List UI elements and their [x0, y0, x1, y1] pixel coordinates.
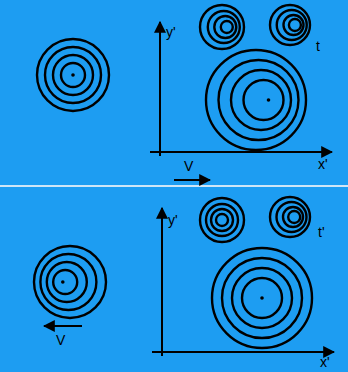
wavefront — [47, 262, 87, 302]
wavefront — [270, 197, 310, 237]
axis-label: y' — [166, 24, 176, 40]
wavefront — [216, 214, 228, 226]
wavefront — [40, 254, 96, 310]
axis-label: x' — [320, 354, 330, 370]
wavefront — [208, 11, 240, 43]
wavefront — [221, 21, 233, 33]
wavefront — [219, 60, 299, 140]
x-axis — [150, 151, 332, 153]
wavefront-set — [200, 198, 244, 242]
label-holder: y' — [168, 212, 178, 228]
wavefront — [53, 270, 77, 294]
wavefront — [222, 258, 302, 338]
wavefront — [206, 204, 238, 236]
wavefront — [34, 246, 106, 318]
wavefront-set — [34, 246, 106, 318]
wavefront-set — [206, 50, 306, 150]
source-dot — [267, 98, 271, 102]
label-holder: t' — [318, 224, 325, 240]
y-axis — [159, 22, 161, 156]
wavefront — [277, 10, 307, 40]
time-label: t — [316, 38, 320, 54]
wavefront — [244, 80, 284, 120]
wavefront — [37, 39, 109, 111]
wavefront — [211, 209, 233, 231]
label-holder: y' — [166, 24, 176, 40]
wavefront — [200, 5, 244, 49]
wavefront — [288, 211, 300, 223]
wavefront — [270, 5, 310, 45]
wavefront — [283, 207, 303, 227]
wavefront — [232, 268, 292, 328]
label-holder: t — [316, 38, 320, 54]
label-holder: V — [184, 158, 193, 174]
wavefront-set — [270, 197, 310, 237]
wavefront-set — [37, 39, 109, 111]
wavefront — [289, 19, 301, 31]
wavefront — [214, 16, 236, 38]
wavefront — [277, 202, 307, 232]
wavefront — [242, 278, 282, 318]
wavefront-set — [212, 248, 312, 348]
label-holder: V — [56, 332, 65, 348]
wavefront — [53, 55, 93, 95]
wavefront — [200, 198, 244, 242]
y-axis — [161, 208, 163, 356]
velocity-arrow — [44, 325, 82, 327]
velocity-label: V — [56, 332, 65, 348]
source-dot — [260, 296, 264, 300]
label-holder: x' — [318, 156, 328, 172]
source-dot — [71, 73, 75, 77]
label-holder: x' — [320, 354, 330, 370]
wavefront-set — [200, 5, 244, 49]
wavefront — [206, 50, 306, 150]
wavefront — [284, 15, 304, 35]
source-dot — [61, 280, 65, 284]
axis-label: y' — [168, 212, 178, 228]
velocity-label: V — [184, 158, 193, 174]
axis-label: x' — [318, 156, 328, 172]
wavefront — [45, 47, 101, 103]
x-axis — [152, 351, 334, 353]
panel-separator — [0, 185, 348, 187]
wavefront — [61, 63, 85, 87]
wavefront — [231, 70, 291, 130]
wavefront — [212, 248, 312, 348]
time-label: t' — [318, 224, 325, 240]
velocity-arrow — [174, 179, 210, 181]
wavefront-set — [270, 5, 310, 45]
